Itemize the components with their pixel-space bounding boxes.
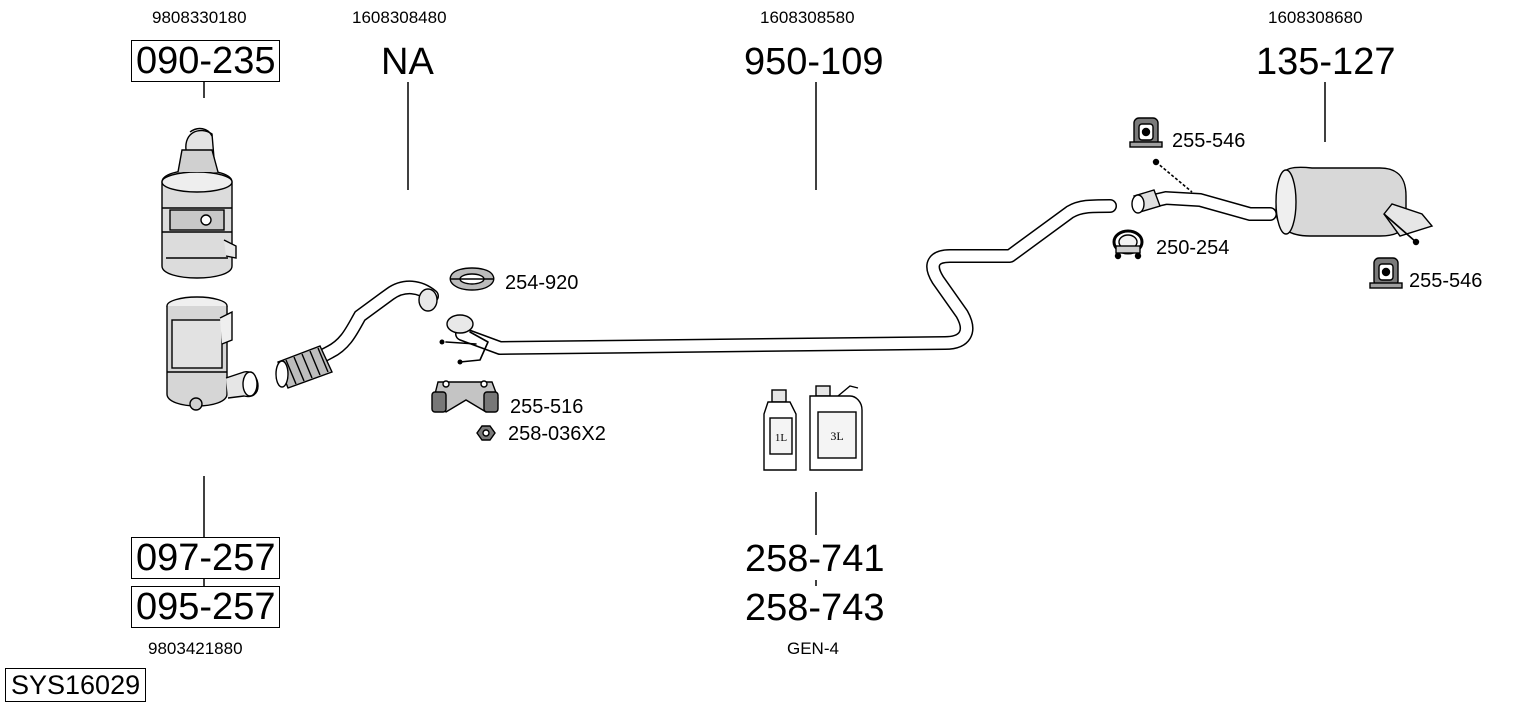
container-large-label: 3L: [830, 429, 843, 443]
gasket-clamp-icon: [449, 267, 495, 291]
dpf-bottom-part-number-2[interactable]: 095-257: [131, 586, 281, 628]
dpf-top-oem: 9808330180: [152, 8, 247, 27]
rubber-mount-lower-icon: [1369, 257, 1403, 289]
container-small-label: 1L: [775, 432, 788, 444]
rubber-mount-upper-icon: [1129, 117, 1163, 148]
gasket-clamp-number[interactable]: 254-920: [505, 272, 579, 294]
additive-part-number-2[interactable]: 258-743: [745, 587, 885, 629]
front-pipe-icon: [275, 280, 439, 389]
additive-part-number-1[interactable]: 258-741: [745, 538, 885, 580]
clamp-rear-icon: [1112, 229, 1144, 260]
dpf-top-part-number[interactable]: 090-235: [131, 40, 281, 82]
rubber-mount-lower-number[interactable]: 255-546: [1409, 270, 1483, 292]
bracket-number[interactable]: 255-516: [510, 396, 584, 418]
additive-note: GEN-4: [787, 639, 839, 658]
front-pipe-oem: 1608308480: [352, 8, 447, 27]
dpf-lower-icon: [166, 296, 259, 411]
rear-silencer-icon: [1131, 158, 1434, 246]
clamp-rear-number[interactable]: 250-254: [1156, 237, 1230, 259]
middle-pipe-icon: [439, 199, 1117, 365]
container-large-icon: [809, 385, 863, 471]
rear-silencer-oem: 1608308680: [1268, 8, 1363, 27]
rear-silencer-part-number[interactable]: 135-127: [1256, 41, 1396, 83]
middle-pipe-oem: 1608308580: [760, 8, 855, 27]
dpf-bottom-part-number-1[interactable]: 097-257: [131, 537, 281, 579]
system-code: SYS16029: [5, 668, 147, 702]
dpf-bottom-oem: 9803421880: [148, 639, 243, 658]
container-small-icon: [763, 389, 797, 471]
middle-pipe-part-number[interactable]: 950-109: [744, 41, 884, 83]
front-pipe-part-number[interactable]: NA: [381, 41, 434, 83]
nut-number[interactable]: 258-036X2: [508, 423, 606, 445]
bracket-icon: [431, 380, 499, 413]
dpf-upper-icon: [161, 127, 237, 279]
nut-icon: [476, 425, 496, 441]
rubber-mount-upper-number[interactable]: 255-546: [1172, 130, 1246, 152]
